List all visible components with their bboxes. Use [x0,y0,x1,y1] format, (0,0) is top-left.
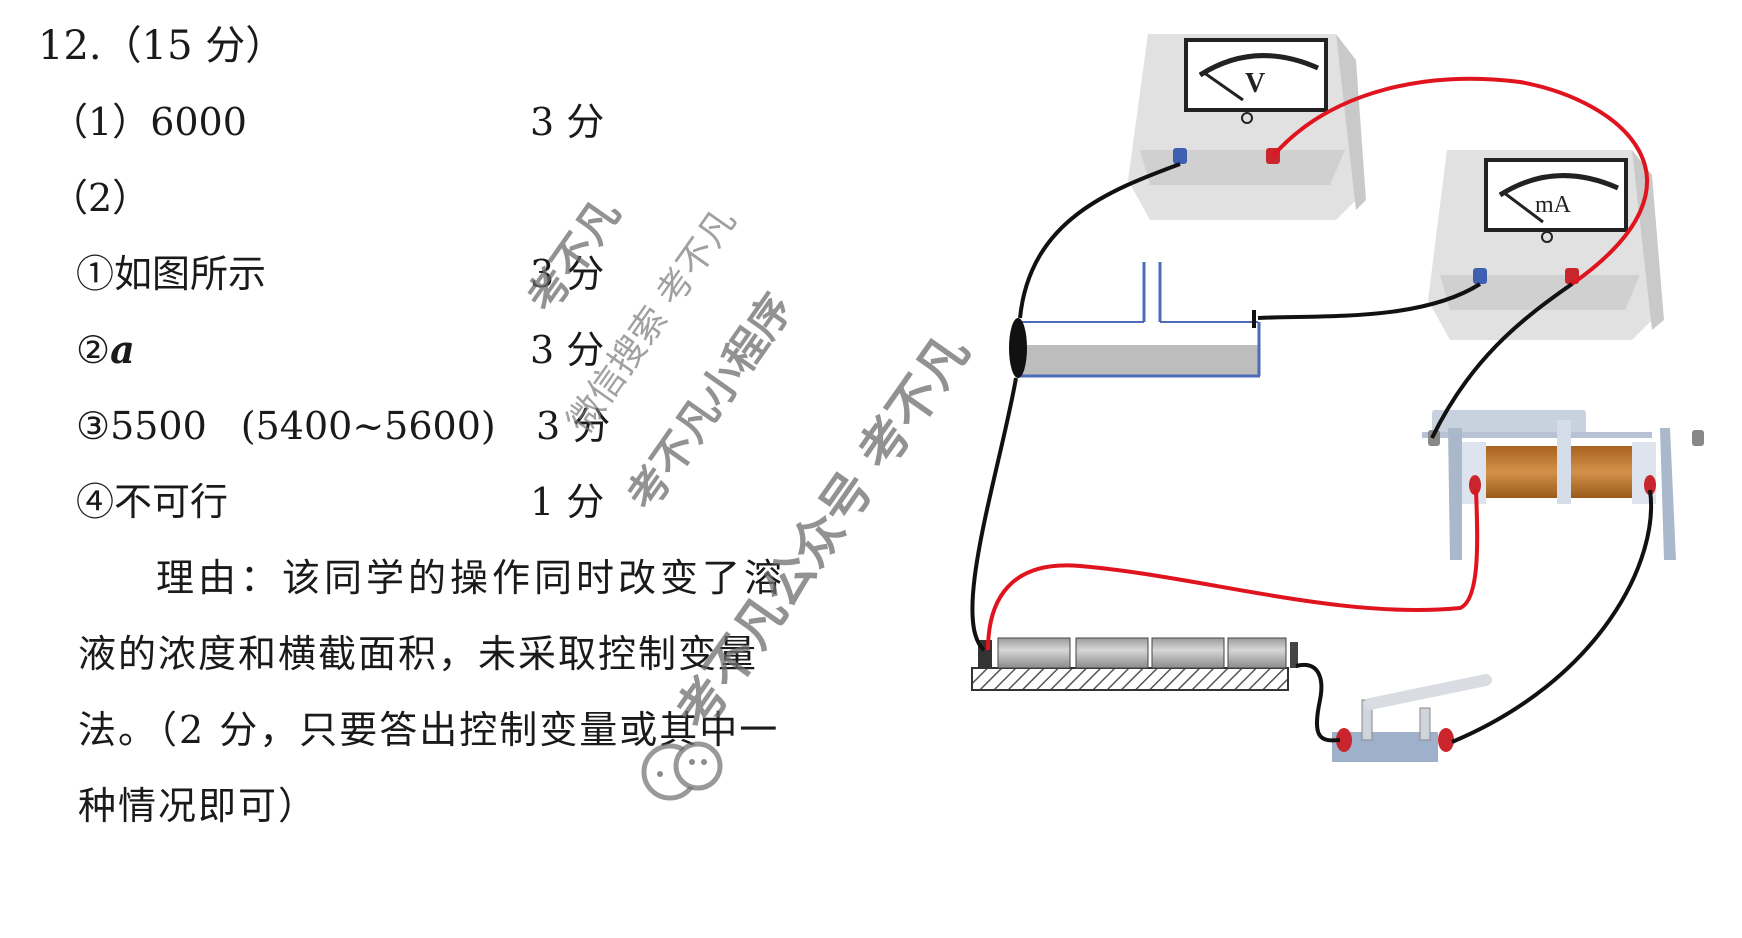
reason-line-3: 法。（2 分，只要答出控制变量或其中一 [78,708,780,752]
voltmeter-negative-terminal [1173,148,1187,164]
subpart-2-answer: a [110,327,135,372]
rheostat [1422,410,1704,560]
subpart-2-score: 3 分 [530,328,605,372]
part-1-answer: 6000 [150,100,247,144]
subpart-3-range: (5400~5600) [240,404,496,448]
subpart-4-score: 1 分 [530,480,605,524]
reason-line-1: 理由：该同学的操作同时改变了溶 [156,556,787,600]
reason-line-4: 种情况即可） [78,784,319,828]
milliammeter-negative-terminal [1473,268,1487,284]
subpart-3-answer: 5500 [110,404,207,448]
wechat-icon [641,741,723,801]
electrolytic-trough [1009,262,1261,378]
subpart-4-marker: ④ [76,480,115,524]
subpart-3-row: ③5500 (5400~5600) [76,404,496,448]
subpart-4-answer: 不可行 [114,480,229,524]
reason-line-2: 液的浓度和横截面积，未采取控制变量 [78,632,759,676]
question-number-label: 12. [38,23,102,69]
rheostat-right-terminal [1644,475,1656,495]
voltmeter: V [1128,34,1366,220]
part-1-row: （1）6000 [50,100,247,144]
part-1-score: 3 分 [530,100,605,144]
subpart-3-score: 3 分 [536,404,611,448]
subpart-4-row: ④不可行 [76,480,228,524]
question-total-points: （15 分） [101,23,286,69]
subpart-1-answer: 如图所示 [114,252,267,296]
part-1-label: （1） [50,100,151,144]
subpart-1-row: ①如图所示 [76,252,266,296]
wires [970,76,1653,744]
knife-switch [1332,674,1492,762]
subpart-2-row: ②a [76,327,135,373]
milliammeter-label: mA [1535,192,1572,218]
subpart-3-marker: ③ [76,404,111,448]
subpart-1-score: 3 分 [530,252,605,296]
subpart-2-marker: ② [76,328,111,372]
battery-pack [971,637,1298,691]
subpart-1-marker: ① [76,252,115,296]
part-2-label: （2） [50,176,151,220]
voltmeter-label: V [1245,68,1265,99]
question-number: 12.（15 分） [38,24,285,68]
milliammeter: mA [1428,150,1664,340]
